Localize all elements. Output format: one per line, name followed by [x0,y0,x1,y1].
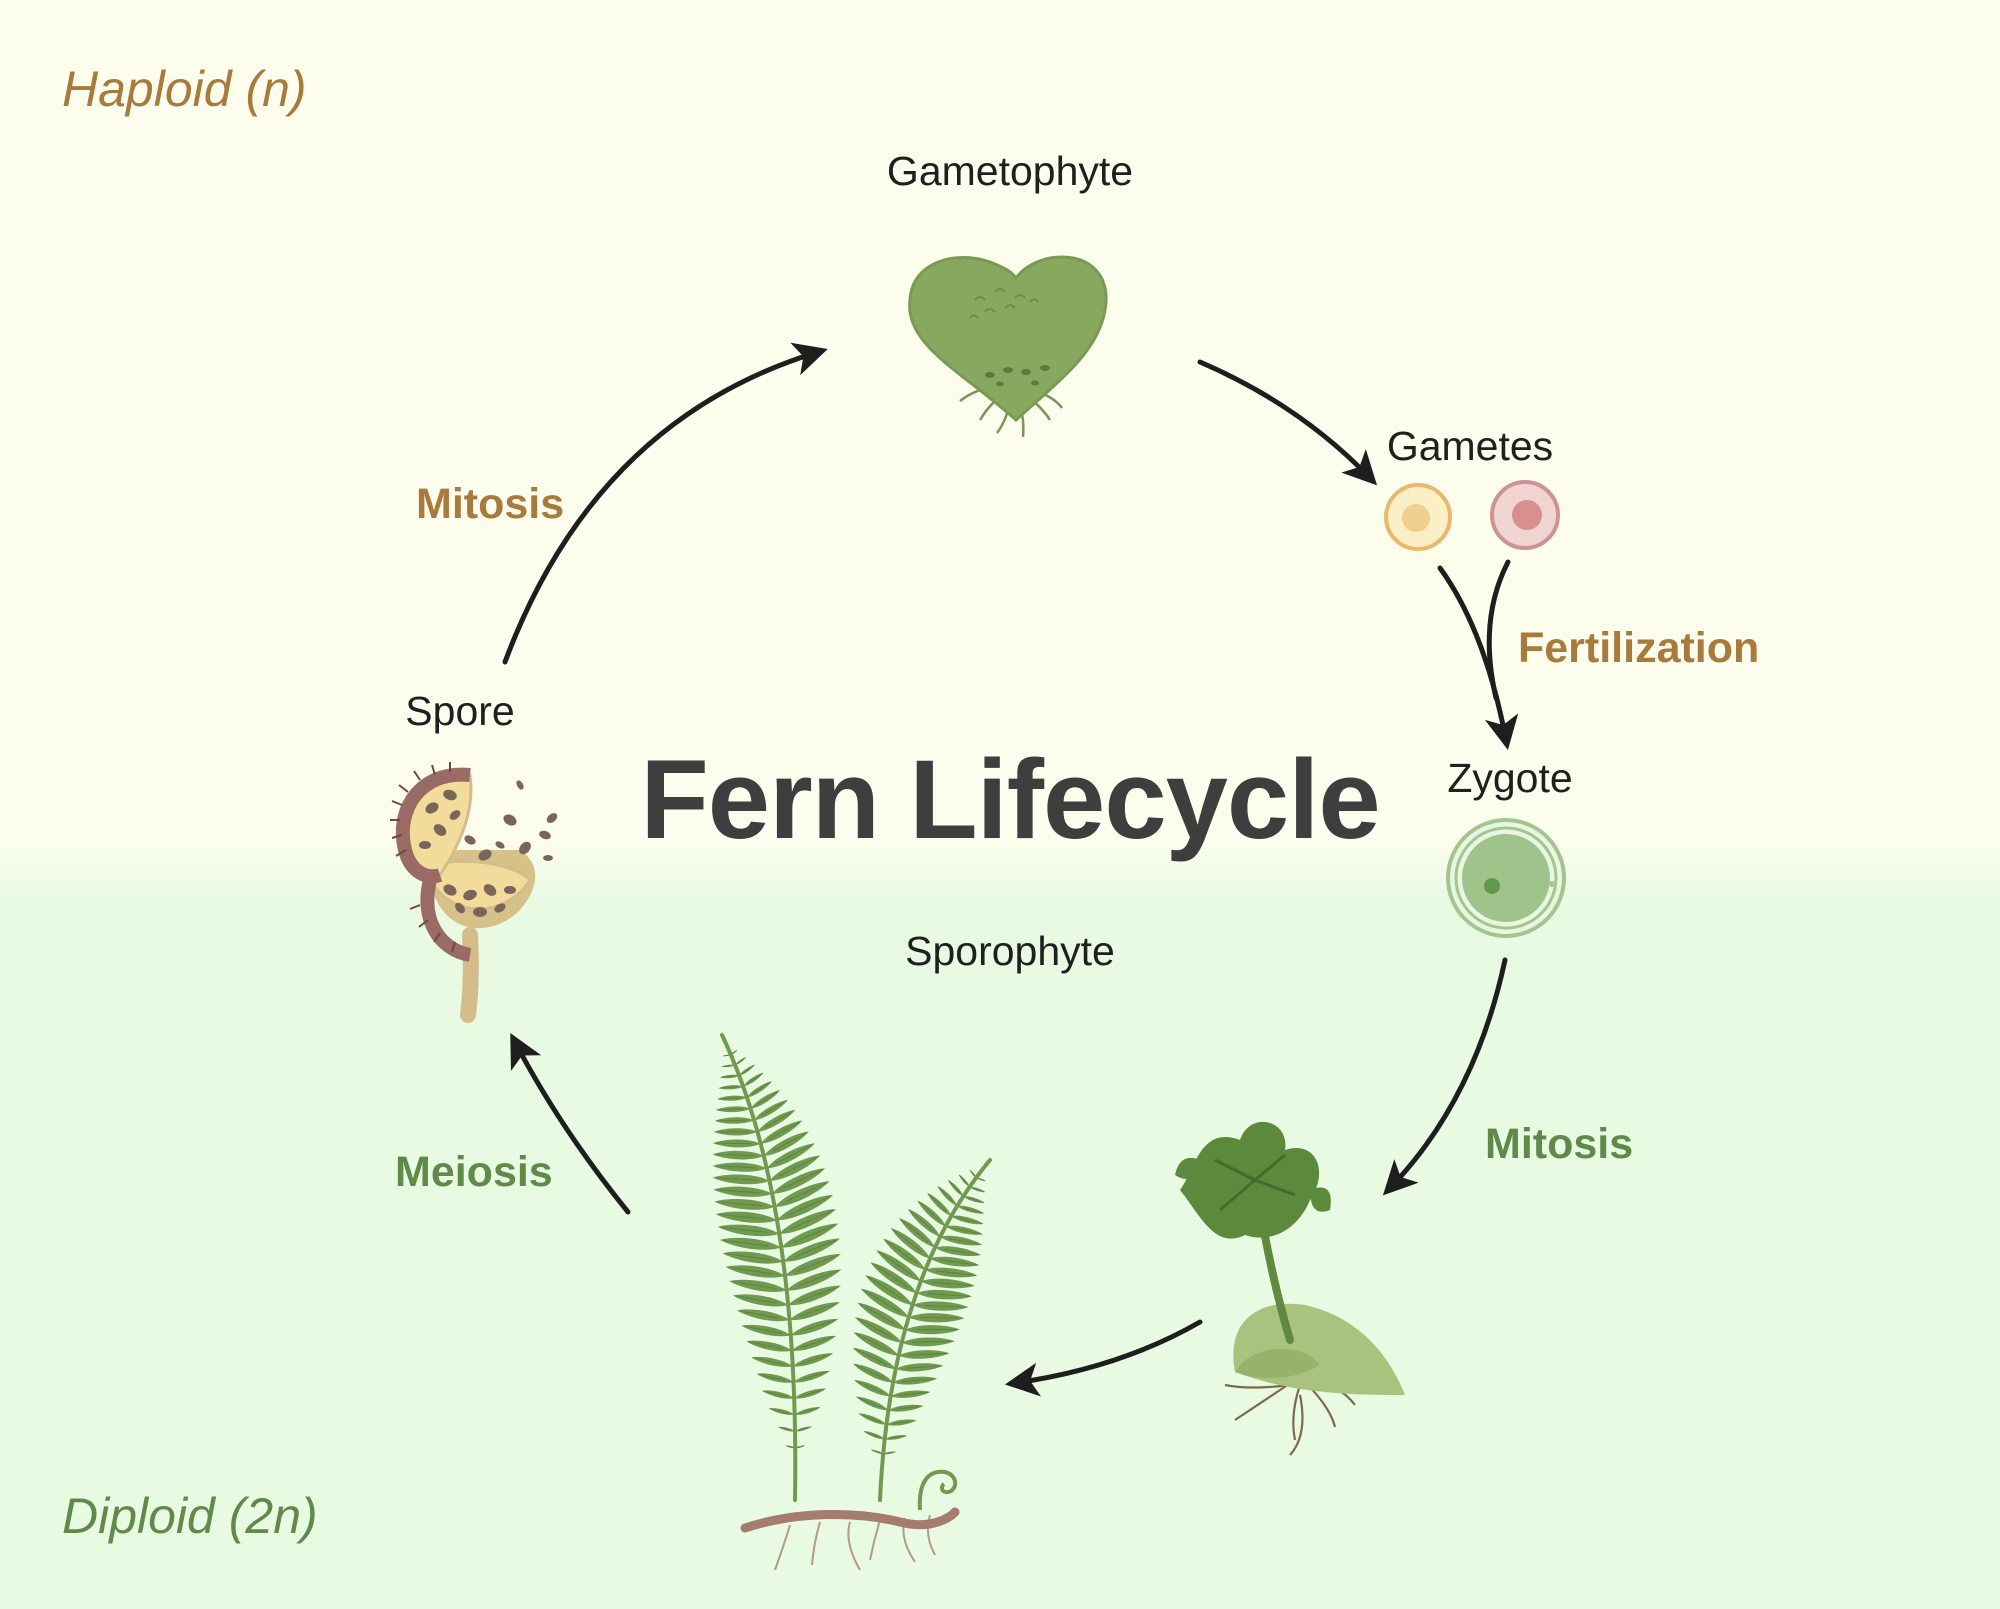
meiosis-label: Meiosis [395,1148,553,1196]
gametophyte-label: Gametophyte [886,148,1134,194]
sporophyte-illustration [712,1033,992,1571]
mitosis-diploid-label: Mitosis [1485,1120,1634,1168]
egg-cell [1384,483,1452,551]
sporangium-illustration [390,762,558,1023]
sporophyte-label: Sporophyte [905,928,1115,974]
zygote-label: Zygote [1447,755,1573,801]
mitosis-haploid-label: Mitosis [416,480,565,528]
gametes-label: Gametes [1386,423,1554,469]
cycle-arrows [502,342,1519,1397]
fertilization-label: Fertilization [1518,624,1760,672]
haploid-label: Haploid (n) [62,61,307,117]
sperm-cell [1490,480,1560,550]
arrow-to-gametes [1197,359,1378,486]
arrow-mitosis-haploid [502,342,828,665]
arrow-mitosis-diploid [1382,957,1508,1196]
diploid-label: Diploid (2n) [62,1488,318,1544]
arrow-meiosis [510,1032,631,1215]
arrow-sperm-to-zygote [1486,559,1511,701]
zygote-cell [1446,818,1566,938]
diagram-title: Fern Lifecycle [640,737,1380,862]
arrow-to-sporophyte [1004,1319,1203,1397]
gametophyte-illustration [908,255,1108,438]
spore-label: Spore [405,688,515,734]
arrow-egg-to-zygote [1437,565,1519,751]
young-sporophyte-illustration [1175,1121,1405,1456]
